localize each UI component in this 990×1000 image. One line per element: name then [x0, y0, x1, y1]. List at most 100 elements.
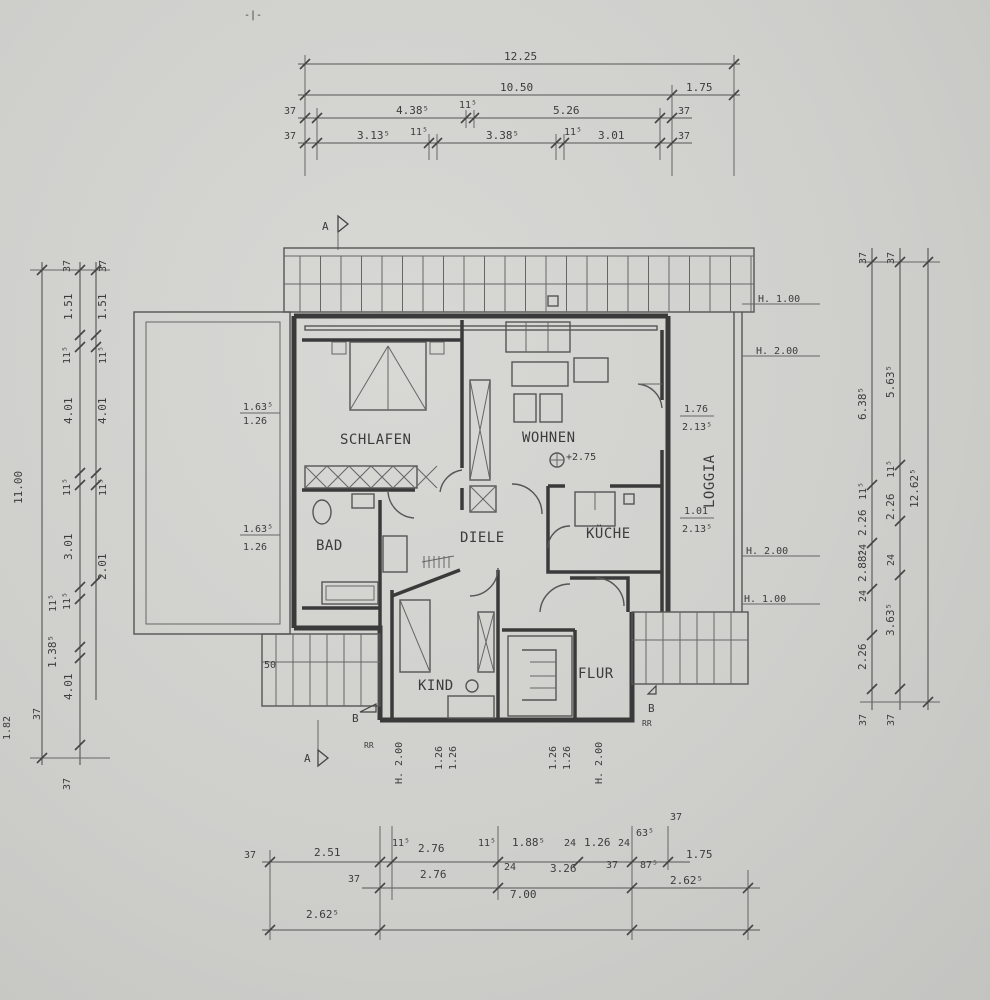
svg-text:1.26: 1.26: [548, 746, 559, 770]
room-label-schlafen: SCHLAFEN: [340, 432, 411, 448]
svg-text:11⁵: 11⁵: [886, 460, 897, 478]
wardrobe-hatch: [326, 465, 350, 489]
svg-text:1.01: 1.01: [684, 506, 708, 517]
svg-text:37: 37: [886, 714, 897, 726]
svg-text:87⁵: 87⁵: [640, 860, 658, 871]
dim-top-r4-5: 11⁵: [564, 127, 582, 138]
svg-text:37: 37: [348, 874, 360, 885]
svg-text:H. 2.00: H. 2.00: [746, 546, 788, 557]
svg-text:11⁵: 11⁵: [98, 478, 109, 496]
svg-text:11⁵: 11⁵: [62, 346, 73, 364]
svg-text:11.00: 11.00: [12, 471, 25, 504]
room-label-kind: KIND: [418, 678, 454, 694]
svg-text:3.26: 3.26: [550, 862, 577, 875]
room-label-kueche: KÜCHE: [586, 524, 631, 542]
svg-text:H. 2.00: H. 2.00: [394, 742, 405, 784]
svg-text:2.51: 2.51: [314, 846, 341, 859]
room-label-flur: FLUR: [578, 666, 614, 682]
wardrobe-hatch: [348, 465, 372, 489]
dim-top-main: 10.50: [500, 81, 533, 94]
svg-text:3.63⁵: 3.63⁵: [884, 603, 897, 636]
svg-text:37: 37: [858, 252, 869, 264]
svg-text:7.00: 7.00: [510, 888, 537, 901]
svg-text:2.62⁵: 2.62⁵: [306, 908, 339, 921]
section-mark-b-left: B RR: [352, 703, 377, 750]
level-mark: +2.75: [566, 452, 596, 463]
svg-text:5.63⁵: 5.63⁵: [884, 365, 897, 398]
svg-text:1.76: 1.76: [684, 404, 708, 415]
chimney-shaft: [469, 379, 497, 513]
top-dimension-chains: 12.25 10.50 1.75 37 4.38⁵ 11⁵ 5.26 37 37…: [284, 50, 740, 176]
svg-text:1.51: 1.51: [96, 294, 109, 321]
svg-text:24: 24: [564, 838, 576, 849]
svg-text:1.26: 1.26: [434, 746, 445, 770]
svg-text:A: A: [304, 752, 311, 765]
dim-top-r4-7: 37: [678, 131, 690, 142]
svg-text:1.75: 1.75: [686, 848, 713, 861]
svg-text:11⁵: 11⁵: [392, 838, 410, 849]
dim-top-r4-1: 37: [284, 131, 296, 142]
svg-text:1.51: 1.51: [62, 294, 75, 321]
svg-text:63⁵: 63⁵: [636, 828, 654, 839]
svg-text:37: 37: [886, 252, 897, 264]
section-mark-a-top: A: [322, 214, 350, 250]
room-label-bad: BAD: [316, 538, 343, 554]
left-dimension-chains: 11.00 37 1.51 11⁵ 4.01 11⁵ 3.01 11⁵ 1.38…: [2, 260, 110, 790]
svg-text:11⁵: 11⁵: [858, 482, 869, 500]
diele-steps: [421, 555, 455, 568]
dim-top-r4-6: 3.01: [598, 129, 625, 142]
svg-text:24: 24: [858, 590, 869, 602]
section-mark-a-bottom: A: [304, 720, 330, 768]
svg-text:2.76: 2.76: [420, 868, 447, 881]
svg-text:1.26: 1.26: [448, 746, 459, 770]
svg-text:11⁵: 11⁵: [48, 594, 59, 612]
bathroom-fixtures: [312, 491, 415, 605]
svg-text:RR: RR: [364, 741, 374, 750]
svg-text:37: 37: [244, 850, 256, 861]
svg-text:H. 2.00: H. 2.00: [594, 742, 605, 784]
bedroom-furniture: [304, 341, 445, 489]
svg-text:37: 37: [670, 812, 682, 823]
svg-text:37: 37: [98, 260, 109, 272]
svg-text:1.38⁵: 1.38⁵: [46, 635, 59, 668]
svg-text:4.01: 4.01: [96, 398, 109, 425]
svg-text:2.76: 2.76: [418, 842, 445, 855]
dim-misc-50: 50: [264, 660, 276, 671]
svg-text:1.82: 1.82: [2, 716, 13, 740]
dim-top-r3-2: 4.38⁵: [396, 104, 429, 117]
svg-text:37: 37: [32, 708, 43, 720]
svg-text:2.88⁵: 2.88⁵: [856, 549, 869, 582]
svg-text:1.63⁵: 1.63⁵: [243, 524, 273, 535]
svg-text:1.26: 1.26: [243, 542, 267, 553]
wardrobe-hatch: [392, 465, 416, 489]
window-labels: 1.63⁵ 1.26 1.63⁵ 1.26 1.76 2.13⁵ 1.01 2.…: [240, 402, 714, 553]
roof-overhang-bottom: 50: [261, 611, 749, 707]
svg-text:2.13⁵: 2.13⁵: [682, 422, 712, 433]
svg-text:1.88⁵: 1.88⁵: [512, 836, 545, 849]
wardrobe-hatch: [370, 465, 394, 489]
dim-top-loggia: 1.75: [686, 81, 713, 94]
kids-room-furniture: [399, 567, 499, 719]
room-label-loggia: LOGGIA: [702, 454, 718, 508]
svg-text:2.26: 2.26: [884, 494, 897, 521]
interior-walls: [302, 320, 664, 720]
chimney-mark: [547, 295, 559, 307]
living-furniture: +2.75: [505, 321, 663, 468]
svg-text:1.26: 1.26: [243, 416, 267, 427]
svg-text:24: 24: [504, 862, 516, 873]
svg-text:24: 24: [858, 544, 869, 556]
svg-text:4.01: 4.01: [62, 398, 75, 425]
svg-text:A: A: [322, 220, 329, 233]
svg-text:6.38⁵: 6.38⁵: [856, 387, 869, 420]
svg-text:RR: RR: [642, 719, 652, 728]
room-labels: SCHLAFEN WOHNEN BAD DIELE KÜCHE KIND FLU…: [316, 430, 718, 694]
svg-text:11⁵: 11⁵: [98, 346, 109, 364]
svg-text:3.01: 3.01: [62, 534, 75, 561]
dim-top-r3-1: 37: [284, 106, 296, 117]
wardrobe: [304, 465, 438, 489]
svg-text:24: 24: [886, 554, 897, 566]
svg-text:2.01: 2.01: [96, 554, 109, 581]
dim-top-total: 12.25: [504, 50, 537, 63]
